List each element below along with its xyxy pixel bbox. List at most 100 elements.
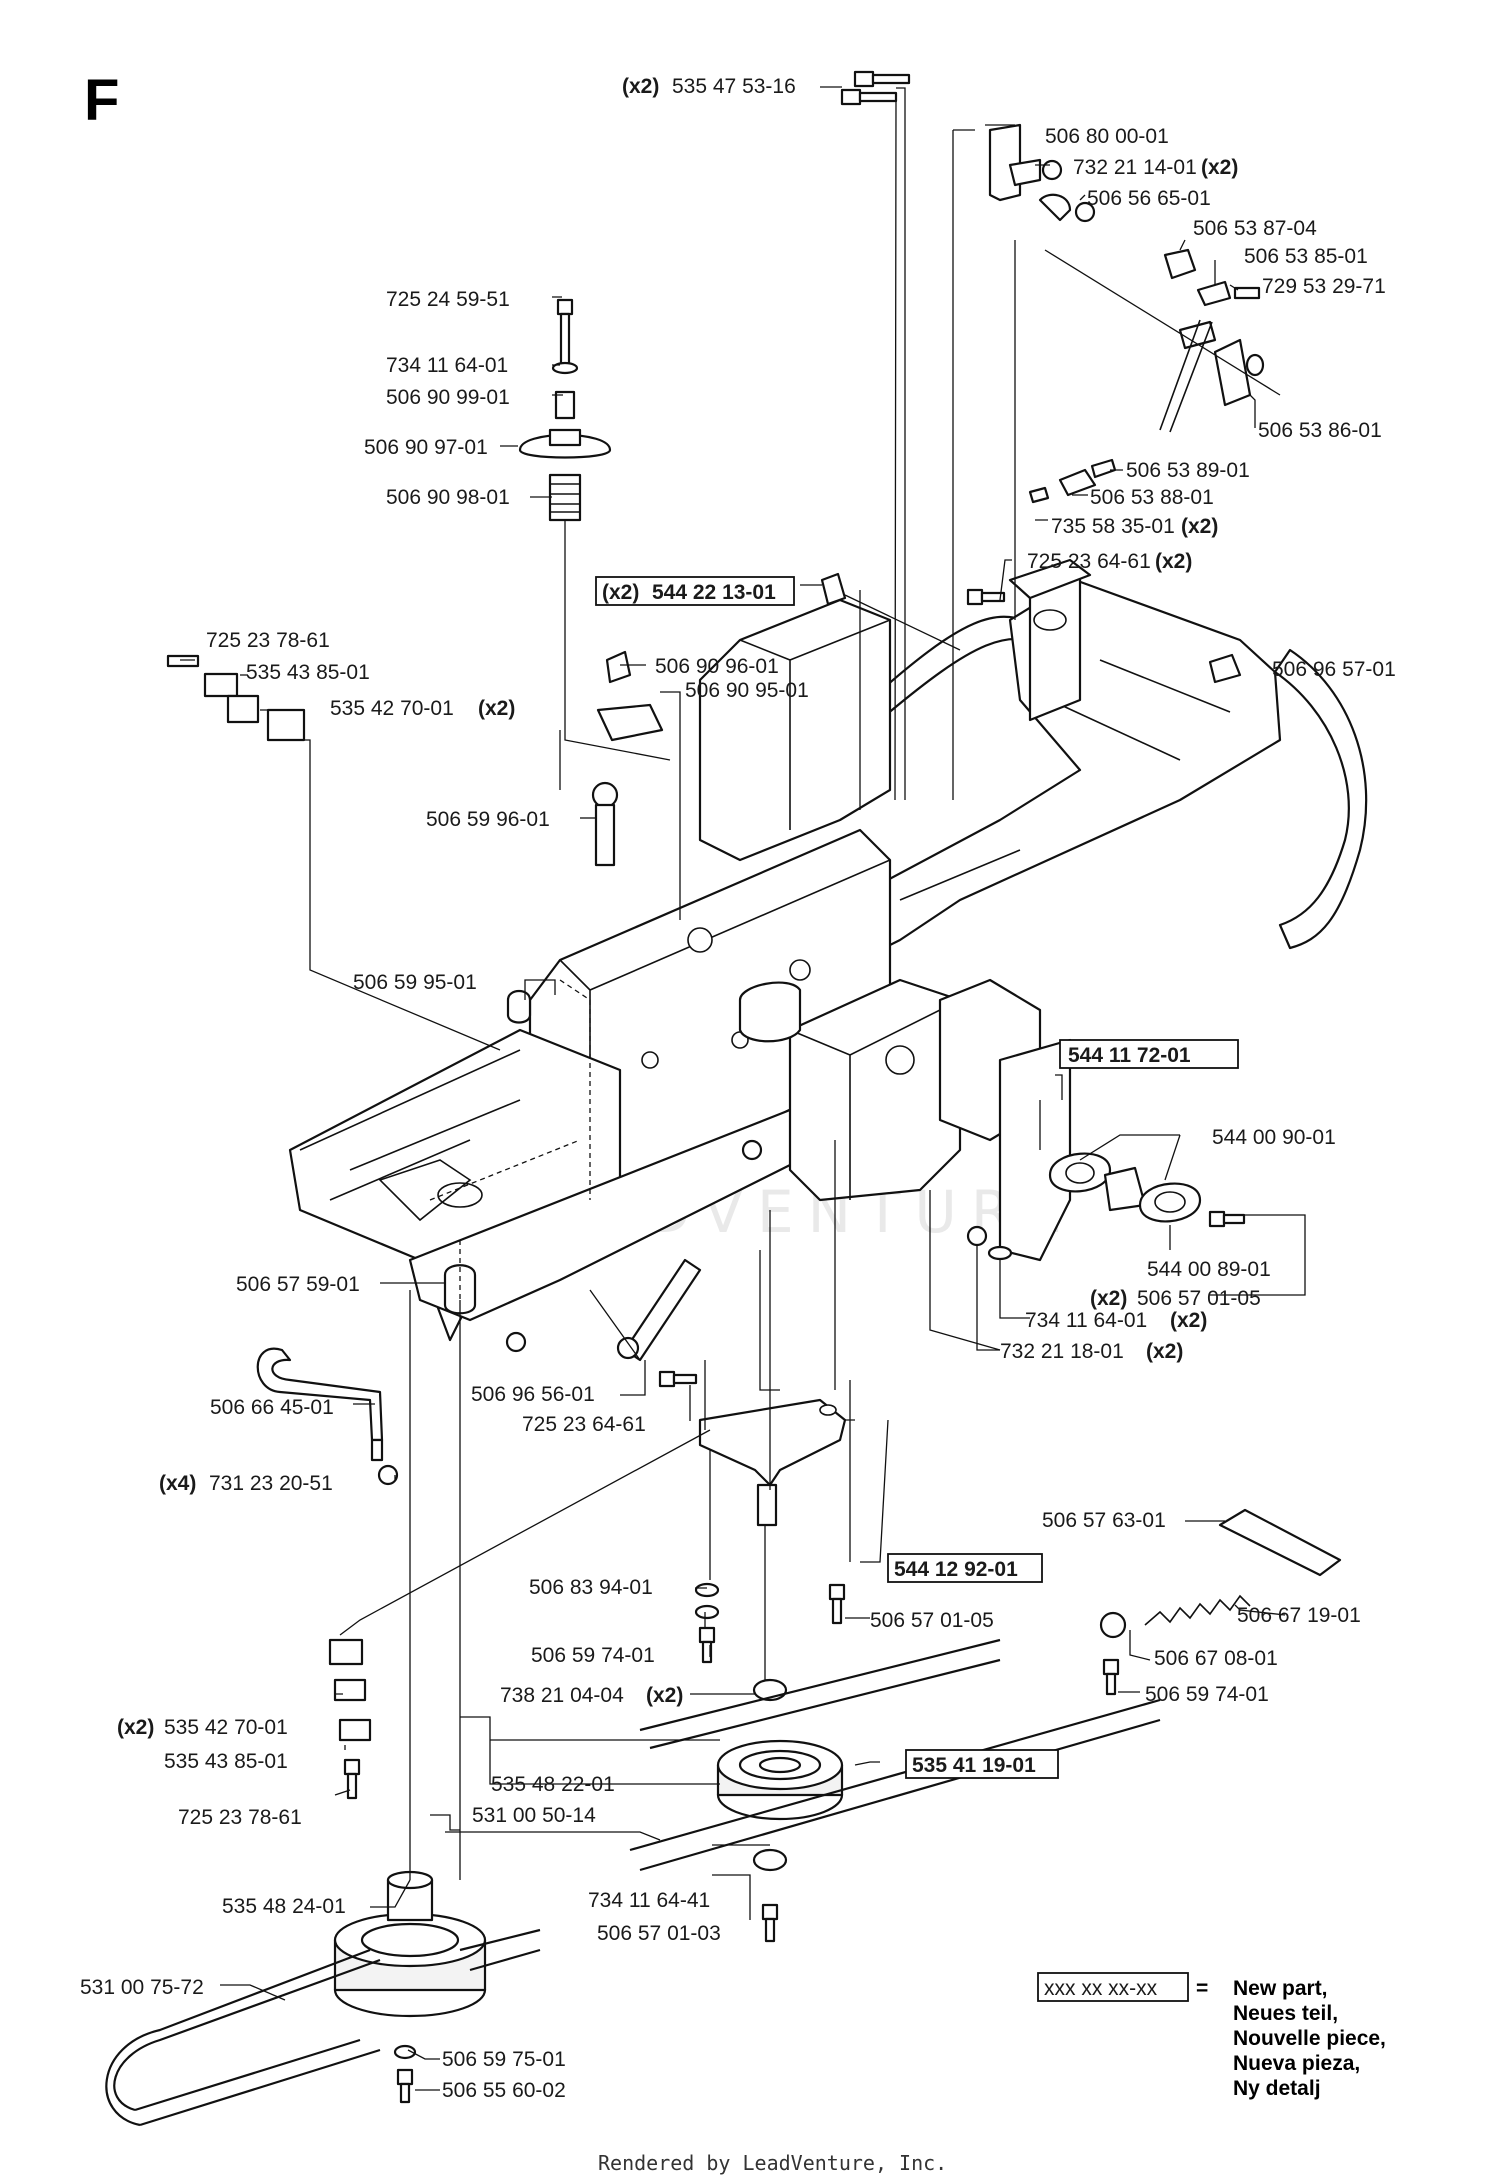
part-number: 506 80 00-01	[1045, 125, 1169, 148]
part-number: 729 53 29-71	[1262, 275, 1386, 298]
part-number: 544 00 90-01	[1212, 1126, 1336, 1149]
part-number: 734 11 64-01	[386, 354, 508, 377]
quantity-prefix: (x2)	[117, 1716, 154, 1739]
part-number: 506 53 88-01	[1090, 486, 1214, 509]
part-number: 535 43 85-01	[246, 661, 370, 684]
part-number: 734 11 64-01	[1025, 1309, 1147, 1332]
part-label: (x2) 535 47 53-16	[622, 75, 796, 98]
part-number: 535 42 70-01	[330, 697, 454, 720]
part-number: 506 57 63-01	[1042, 1509, 1166, 1532]
quantity-suffix: (x2)	[1170, 1309, 1207, 1332]
part-label: 506 90 95-01	[685, 679, 809, 702]
quantity-prefix: (x2)	[1090, 1287, 1127, 1310]
part-label: 506 67 08-01	[1154, 1647, 1278, 1670]
legend-line: Ny detalj	[1233, 2077, 1321, 2100]
main-frame	[288, 558, 1368, 1342]
part-number: 506 67 19-01	[1237, 1604, 1361, 1627]
part-number: 531 00 50-14	[472, 1804, 596, 1827]
part-label: 506 96 56-01	[471, 1383, 595, 1406]
part-label: 506 53 86-01	[1258, 419, 1382, 442]
new-part-box	[887, 1553, 1043, 1583]
part-label-boxed: 544 12 92-01	[887, 1553, 1043, 1583]
part-label: 506 59 96-01	[426, 808, 550, 831]
part-number: 544 22 13-01	[652, 581, 776, 604]
quantity-suffix: (x2)	[646, 1684, 683, 1707]
part-number: 531 00 75-72	[80, 1976, 204, 1999]
legend-line: New part,	[1233, 1977, 1328, 2000]
part-label: 725 23 78-61	[206, 629, 330, 652]
quantity-suffix: (x2)	[1201, 156, 1238, 179]
part-number: 725 23 78-61	[178, 1806, 302, 1829]
part-number: 506 57 59-01	[236, 1273, 360, 1296]
part-number: 535 41 19-01	[912, 1754, 1036, 1777]
part-label: 535 43 85-01	[246, 661, 370, 684]
quantity-suffix: (x2)	[1181, 515, 1218, 538]
part-label: 506 67 19-01	[1237, 1604, 1361, 1627]
quantity-prefix: (x2)	[622, 75, 659, 98]
part-label: 729 53 29-71	[1262, 275, 1386, 298]
part-label: 506 55 60-02	[442, 2079, 566, 2102]
part-number: 506 90 98-01	[386, 486, 510, 509]
part-label: (x2) 506 57 01-05	[1090, 1287, 1261, 1310]
part-number: 506 57 01-03	[597, 1922, 721, 1945]
part-label: 506 90 97-01	[364, 436, 488, 459]
part-number: 506 59 95-01	[353, 971, 477, 994]
part-number: 535 43 85-01	[164, 1750, 288, 1773]
part-number: 731 23 20-51	[209, 1472, 333, 1495]
part-label: 506 53 88-01	[1090, 486, 1214, 509]
part-number: 506 90 95-01	[685, 679, 809, 702]
part-number: 506 96 57-01	[1272, 658, 1396, 681]
part-number: 725 23 64-61	[522, 1413, 646, 1436]
part-number: 506 59 75-01	[442, 2048, 566, 2071]
quantity-prefix: (x4)	[159, 1472, 196, 1495]
part-number: 738 21 04-04	[500, 1684, 624, 1707]
part-label: 725 23 78-61	[178, 1806, 302, 1829]
part-label: 732 21 14-01 (x2)	[1073, 156, 1238, 179]
part-label: 506 59 74-01	[1145, 1683, 1269, 1706]
part-number: 535 47 53-16	[672, 75, 796, 98]
part-label: 531 00 75-72	[80, 1976, 204, 1999]
legend-sample: xxx xx xx-xx	[1044, 1977, 1158, 2000]
part-number: 506 59 74-01	[531, 1644, 655, 1667]
part-number: 506 56 65-01	[1087, 187, 1211, 210]
part-label-boxed: (x2) 544 22 13-01	[595, 576, 795, 606]
legend: xxx xx xx-xx = New part, Neues teil, Nou…	[1037, 1972, 1386, 2100]
part-number: 732 21 18-01	[1000, 1340, 1124, 1363]
part-number: 535 42 70-01	[164, 1716, 288, 1739]
part-label: 506 59 75-01	[442, 2048, 566, 2071]
part-label: 734 11 64-01	[386, 354, 508, 377]
part-label: 535 48 22-01	[491, 1773, 615, 1796]
part-number: 506 59 96-01	[426, 808, 550, 831]
legend-line: Nouvelle piece,	[1233, 2027, 1386, 2050]
part-label: (x2) 535 42 70-01	[117, 1716, 288, 1739]
part-label-boxed: 535 41 19-01	[905, 1749, 1059, 1779]
hardware-parts	[105, 70, 1342, 2127]
new-part-box	[1059, 1039, 1239, 1069]
part-label: 506 83 94-01	[529, 1576, 653, 1599]
part-label: 506 57 59-01	[236, 1273, 360, 1296]
part-number: 506 90 97-01	[364, 436, 488, 459]
part-number: 506 67 08-01	[1154, 1647, 1278, 1670]
part-number: 735 58 35-01	[1051, 515, 1175, 538]
section-letter: F	[84, 68, 119, 133]
part-label: 506 59 95-01	[353, 971, 477, 994]
legend-equals: =	[1196, 1977, 1208, 2000]
part-label: 535 48 24-01	[222, 1895, 346, 1918]
part-number: 506 66 45-01	[210, 1396, 334, 1419]
part-label: 506 90 99-01	[386, 386, 510, 409]
part-number: 506 53 87-04	[1193, 217, 1317, 240]
part-label: 535 42 70-01 (x2)	[330, 697, 515, 720]
legend-sample-box	[1037, 1972, 1189, 2002]
part-number: 506 90 99-01	[386, 386, 510, 409]
part-number: 506 57 01-05	[870, 1609, 994, 1632]
part-label: 735 58 35-01 (x2)	[1051, 515, 1218, 538]
new-part-box	[595, 576, 795, 606]
part-label: 506 80 00-01	[1045, 125, 1169, 148]
part-label: 506 90 98-01	[386, 486, 510, 509]
part-label-boxed: 544 11 72-01	[1059, 1039, 1239, 1069]
part-number: 506 53 85-01	[1244, 245, 1368, 268]
quantity-suffix: (x2)	[1155, 550, 1192, 573]
part-label: 725 24 59-51	[386, 288, 510, 311]
part-label: 506 56 65-01	[1087, 187, 1211, 210]
